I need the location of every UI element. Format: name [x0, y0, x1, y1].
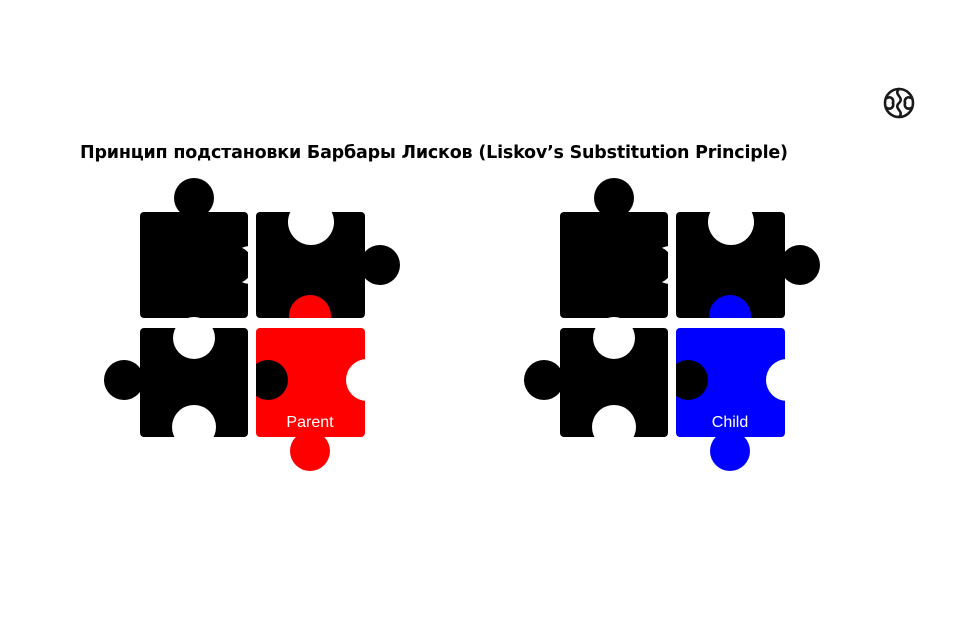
piece-child-knob-bottom: [710, 431, 750, 471]
puzzle-piece-child: [668, 295, 808, 471]
piece-parent-body: [256, 328, 365, 437]
child-label: Child: [712, 414, 748, 431]
piece-child-knob-top: [709, 295, 751, 337]
piece-child-body: [676, 328, 785, 437]
slide-title: Принцип подстановки Барбары Лисков (Lisk…: [80, 143, 788, 163]
puzzle-parent: Parent: [100, 170, 420, 490]
puzzle-child: Child: [520, 170, 840, 490]
puzzle-piece-top-right: [215, 199, 400, 318]
brain-icon: [883, 87, 915, 119]
piece-parent-knob-top: [289, 295, 331, 337]
parent-label: Parent: [286, 414, 334, 431]
piece-parent-knob-bottom: [290, 431, 330, 471]
puzzle-piece-top-right: [635, 199, 820, 318]
